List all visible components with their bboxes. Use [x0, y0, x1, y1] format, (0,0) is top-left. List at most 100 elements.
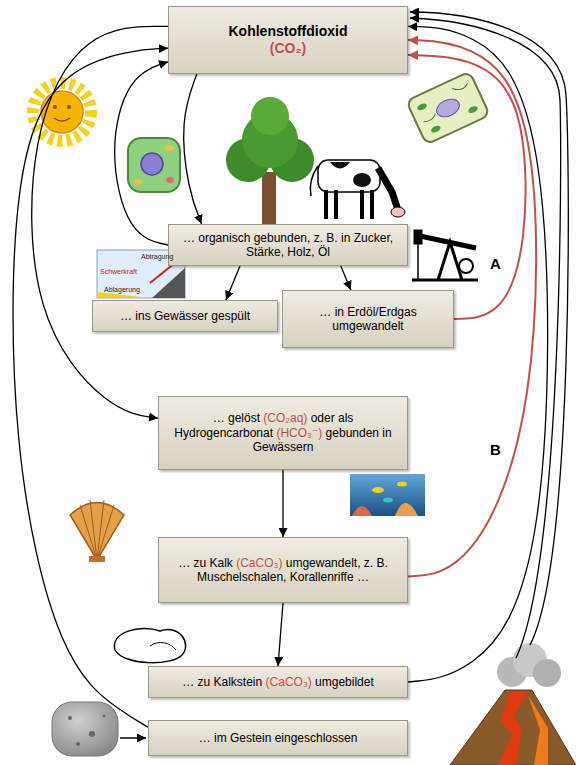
tree-picture-part: [262, 172, 276, 224]
cow-picture-part: [318, 160, 380, 192]
erosion-picture: [97, 250, 185, 298]
stone-outline-picture: [114, 628, 185, 662]
reef-picture: [350, 474, 425, 516]
cycle-arrow: [226, 266, 240, 300]
text-run: … im Gestein eingeschlossen: [199, 731, 358, 745]
pumice-picture-part: [52, 702, 118, 756]
erosion-picture-part: [97, 250, 185, 298]
process-box: … gelöst (CO₂aq) oder als Hydrogencarbon…: [158, 396, 408, 470]
text-run: umgebildet: [312, 675, 374, 689]
volcano-picture-part: [533, 659, 561, 687]
sun-picture-part: [54, 118, 70, 121]
process-box: … zu Kalkstein (CaCO₃) umgebildet: [148, 666, 408, 698]
plant-cell-picture-part: [434, 96, 463, 121]
text-run: (CO₂): [270, 40, 307, 56]
cow-picture-part: [391, 207, 405, 217]
arrow-letter: B: [488, 442, 503, 459]
node-text: (CO₂): [270, 40, 307, 57]
text-run: Kohlenstoffdioxid: [229, 23, 348, 39]
cycle-arrow: [278, 603, 283, 666]
pumpjack-picture: [412, 230, 478, 280]
process-box: … zu Kalk (CaCO₃) umgewandelt, z. B. Mus…: [158, 537, 408, 603]
node-text: … gelöst (CO₂aq) oder als Hydrogencarbon…: [167, 411, 399, 454]
cow-picture-part: [378, 168, 398, 210]
text-run: (CO₂aq): [263, 411, 307, 425]
reef-picture-part: [352, 506, 372, 516]
stone-outline-picture-part: [114, 628, 185, 662]
pumice-picture: [52, 702, 146, 756]
process-box: … ins Gewässer gespült: [92, 300, 278, 332]
node-text: … in Erdöl/Erdgas umgewandelt: [291, 305, 445, 334]
arrow-letter: A: [488, 256, 503, 273]
text-run: (CaCO₃): [266, 675, 312, 689]
shell-picture-part: [70, 503, 124, 561]
node-text: … zu Kalkstein (CaCO₃) umgebildet: [182, 675, 374, 689]
stone-outline-picture-part: [150, 643, 176, 650]
shell-picture-part: [89, 556, 105, 562]
plant-cell-picture-part: [467, 105, 479, 115]
pumice-picture-part: [103, 715, 106, 718]
text-run: … zu Kalk: [178, 556, 236, 570]
node-text: … zu Kalk (CaCO₃) umgewandelt, z. B. Mus…: [167, 556, 399, 585]
illustration-label: Schwerkraft: [100, 268, 137, 275]
cow-picture: [310, 160, 405, 219]
plant-cell-picture-part: [416, 102, 428, 112]
cycle-arrow: [408, 26, 548, 682]
text-run: … ins Gewässer gespült: [120, 309, 250, 323]
cow-picture-part: [310, 166, 318, 196]
process-box: … organisch gebunden, z. B. in Zucker, S…: [168, 224, 408, 266]
reef-picture-part: [383, 498, 393, 503]
cow-picture-part: [324, 190, 328, 219]
pumice-picture-part: [76, 742, 80, 746]
pumpjack-picture-part: [420, 236, 476, 248]
cycle-arrow: [13, 48, 168, 727]
text-run: … in Erdöl/Erdgas umgewandelt: [319, 305, 416, 333]
text-run: (CaCO₃): [236, 556, 282, 570]
cycle-arrow: [341, 266, 351, 290]
pumpjack-picture-part: [417, 244, 419, 280]
node-text: … organisch gebunden, z. B. in Zucker, S…: [177, 231, 399, 260]
animal-cell-picture-part: [164, 145, 174, 151]
cycle-arrow: [282, 470, 283, 537]
pumpjack-picture-part: [438, 242, 462, 280]
reef-picture-part: [372, 487, 384, 493]
plant-cell-picture-part: [406, 71, 490, 144]
illustration-label: Abtragung: [141, 253, 173, 260]
sun-picture-part: [67, 105, 71, 109]
connector-group: [13, 26, 548, 727]
animal-cell-picture-part: [166, 177, 174, 183]
volcano-picture: [410, 12, 576, 765]
process-box: … in Erdöl/Erdgas umgewandelt: [282, 290, 454, 348]
node-text: … im Gestein eingeschlossen: [199, 731, 358, 745]
text-run: (HCO₃⁻): [276, 426, 322, 440]
cow-picture-part: [334, 190, 338, 219]
cow-picture-part: [360, 190, 364, 219]
shell-picture-part: [80, 500, 114, 560]
pumpjack-picture-part: [459, 259, 473, 273]
volcano-picture-part: [498, 692, 528, 765]
text-run: … gelöst: [213, 411, 264, 425]
animal-cell-picture-part: [128, 138, 180, 192]
cow-picture-part: [330, 162, 350, 169]
node-text: … ins Gewässer gespült: [120, 309, 250, 323]
plant-cell-picture: [406, 71, 490, 144]
cycle-arrow: [408, 55, 526, 319]
process-box: Kohlenstoffdioxid(CO₂): [168, 6, 408, 74]
text-run: … organisch gebunden, z. B. in Zucker, S…: [183, 231, 393, 259]
cycle-arrow: [184, 74, 202, 224]
sun-picture-part: [53, 105, 57, 109]
text-run: … zu Kalkstein: [182, 675, 265, 689]
sun-picture-part: [41, 91, 83, 133]
reef-picture-part: [350, 474, 425, 516]
pumpjack-picture-part: [414, 230, 422, 244]
cow-picture-part: [353, 173, 371, 187]
animal-cell-picture: [128, 138, 180, 192]
cycle-arrow: [32, 26, 168, 418]
pumice-picture-part: [68, 716, 72, 720]
tree-picture-part: [251, 97, 289, 135]
pumice-picture-part: [89, 731, 95, 737]
shell-picture: [70, 500, 124, 562]
